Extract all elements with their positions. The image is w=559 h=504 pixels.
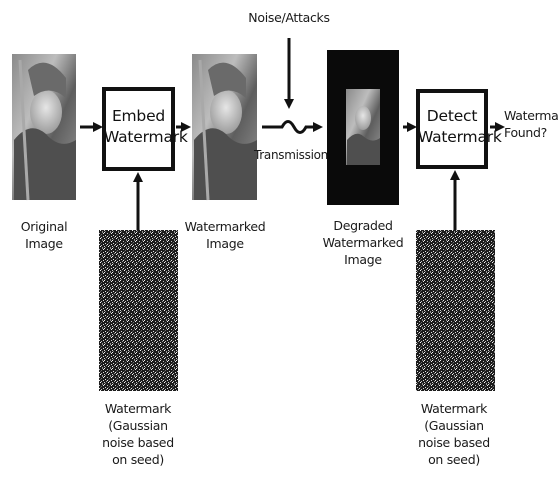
- result-label: Watermark Found?: [504, 107, 559, 141]
- watermark-noise-right: [416, 230, 495, 391]
- degraded-watermarked-image: [327, 50, 399, 205]
- arrow-transmission: [262, 122, 320, 133]
- detect-watermark-label: Detect Watermark: [418, 106, 486, 148]
- transmission-label: Transmission: [254, 147, 328, 164]
- noise-attacks-label: Noise/Attacks: [244, 9, 334, 26]
- original-image: [12, 54, 76, 200]
- watermark-noise-left: [99, 230, 178, 391]
- degraded-image-label: Degraded Watermarked Image: [318, 217, 408, 268]
- noise-right-label: Watermark (Gaussian noise based on seed): [404, 400, 504, 468]
- original-image-label: Original Image: [4, 218, 84, 252]
- noise-left-label: Watermark (Gaussian noise based on seed): [88, 400, 188, 468]
- embed-watermark-label: Embed Watermark: [104, 106, 173, 148]
- watermarked-image: [192, 54, 257, 200]
- watermarked-image-label: Watermarked Image: [180, 218, 270, 252]
